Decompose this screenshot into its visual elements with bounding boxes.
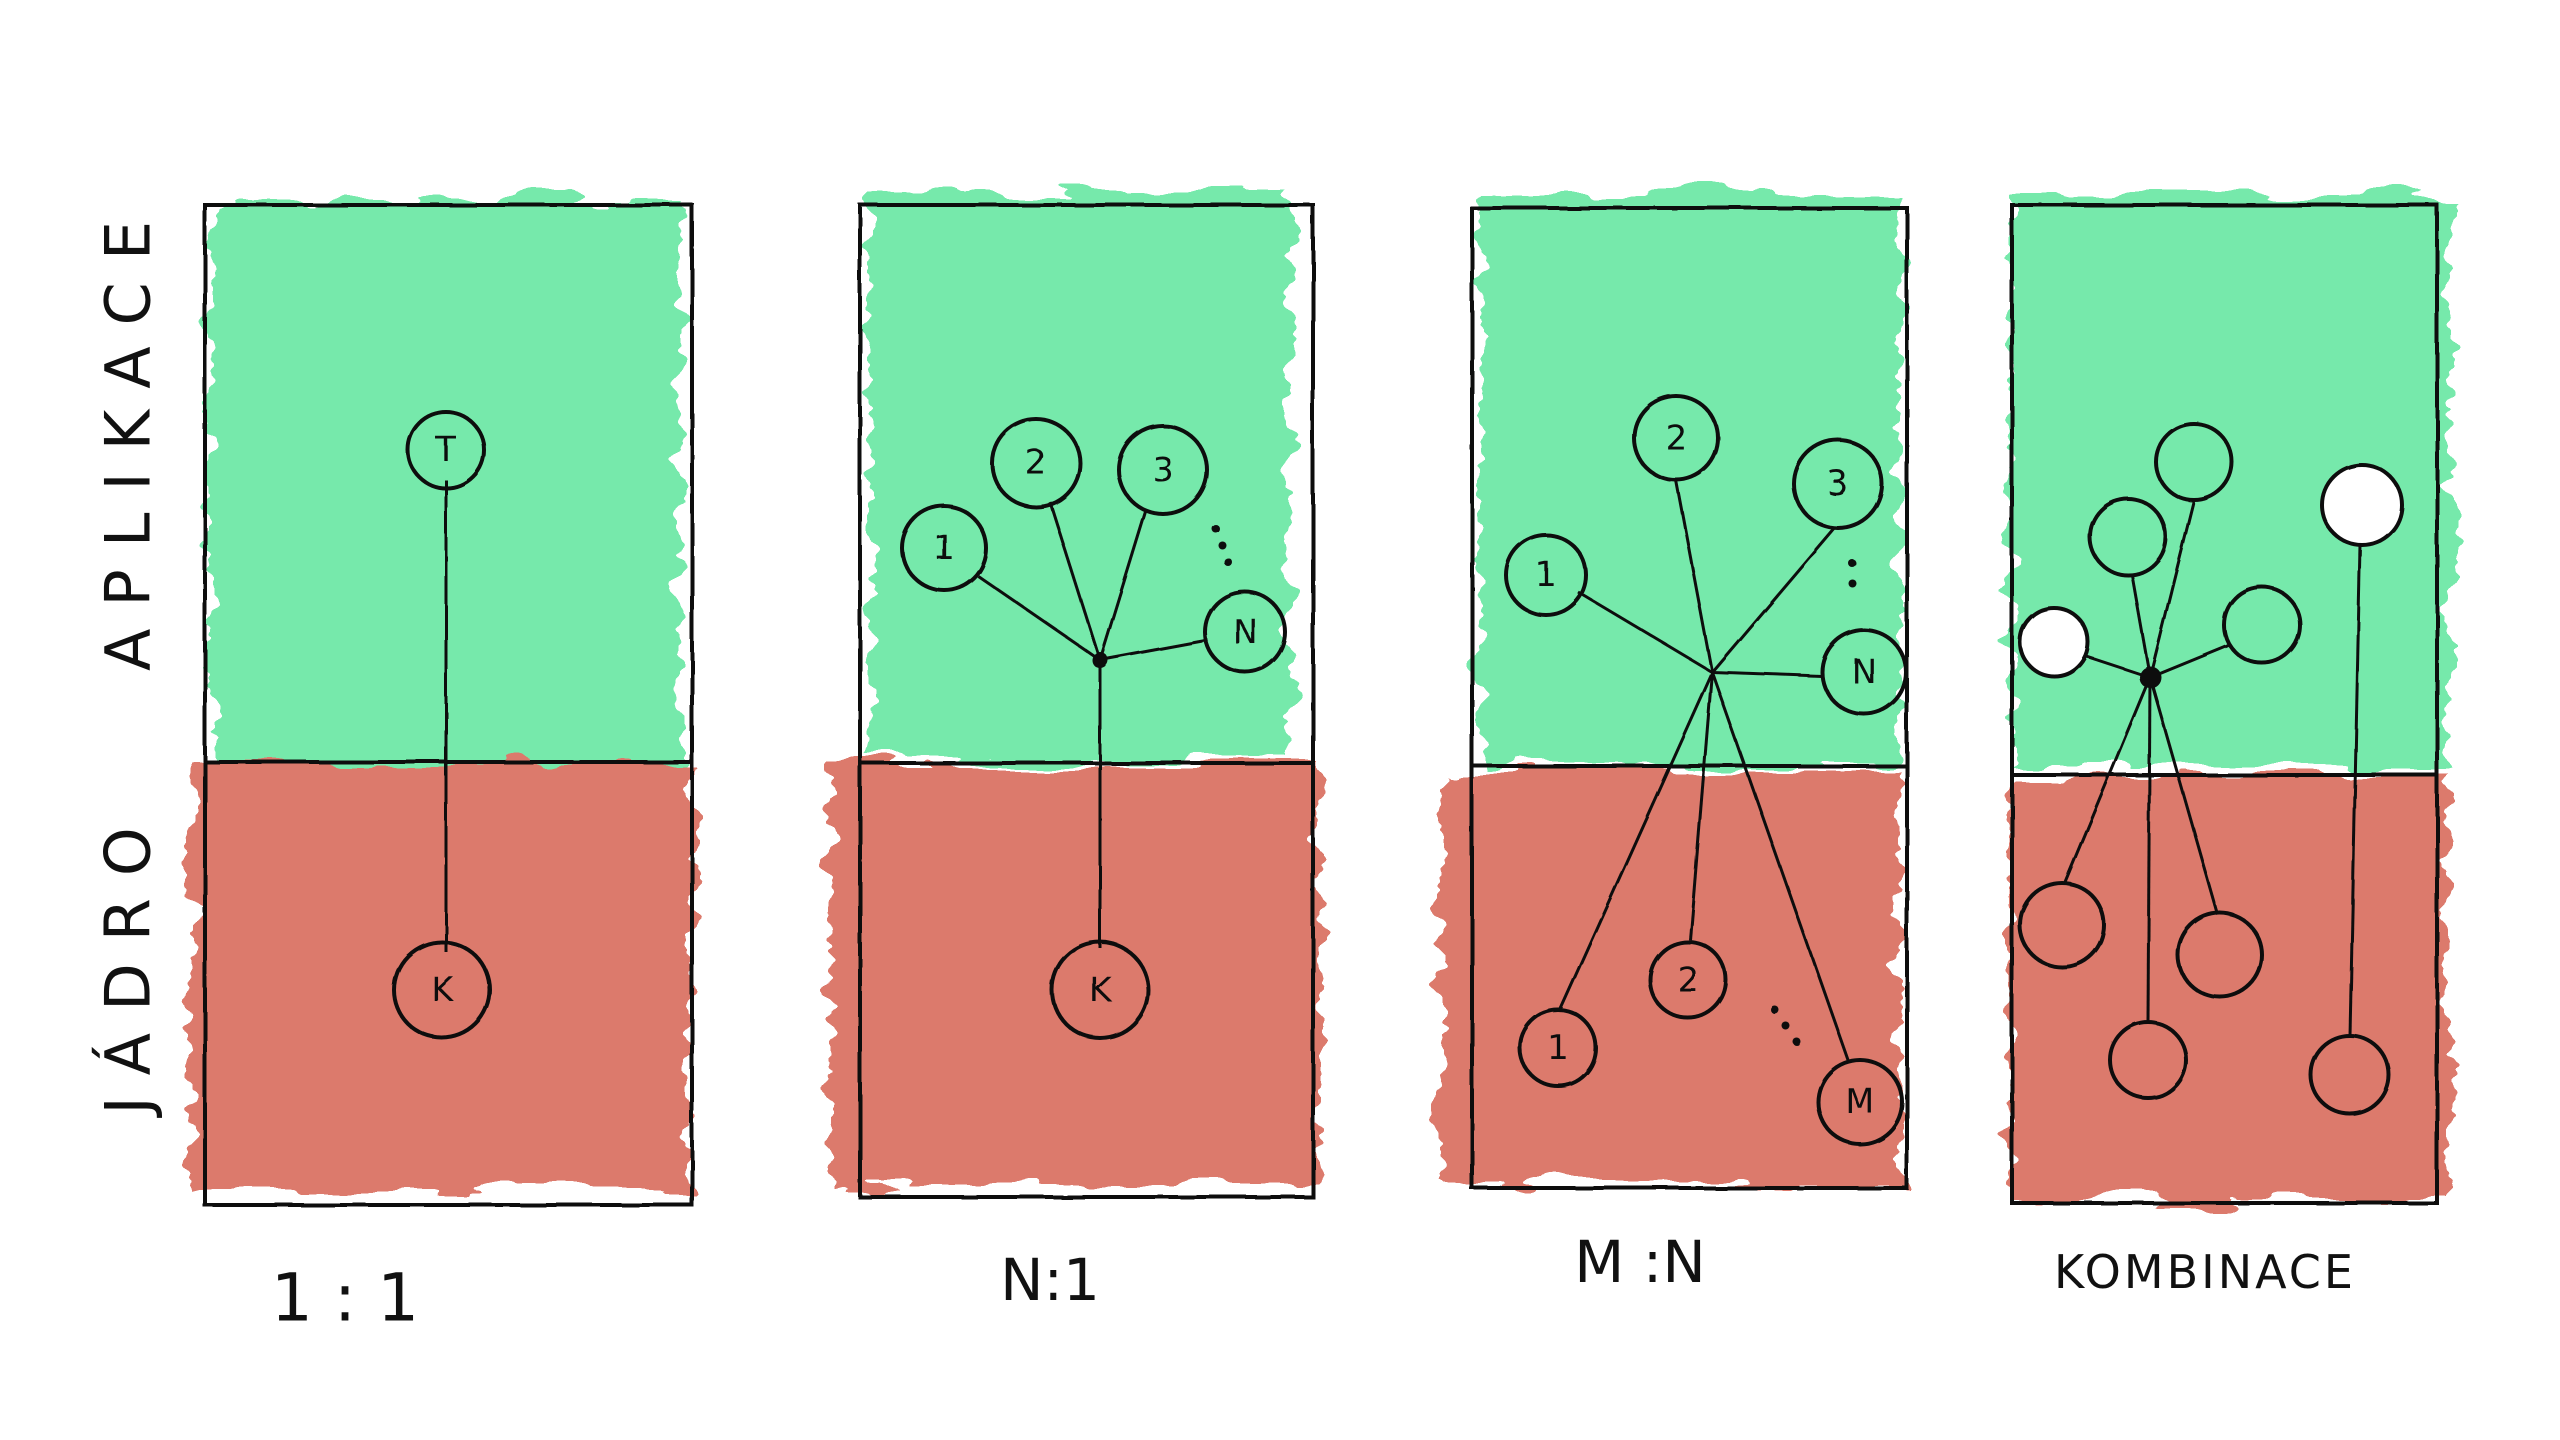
panel-combination: KOMBINACE [2010,195,2450,1299]
app-thread-node: N [1203,590,1287,674]
caption-combination: KOMBINACE [2054,1245,2356,1299]
panel-frame [203,203,694,1207]
app-thread-node: 3 [1117,424,1209,516]
panel-one-to-one: T K 1 : 1 [190,200,694,1337]
panel-many-to-many-fill [1440,195,1900,1180]
link [1098,509,1148,661]
panel-frame [2010,203,2439,1205]
caption-many-to-many: M :N [1574,1228,1705,1296]
app-thread-node [2222,585,2302,665]
kernel-thread-node [2018,881,2106,969]
kernel-region [1440,770,1900,1180]
app-thread-node: T [406,410,486,490]
kernel-thread-label: 2 [1677,960,1699,1000]
link [2149,643,2229,679]
link [2130,574,2152,678]
app-thread-node [2320,463,2404,547]
kernel-thread-node [2176,911,2264,999]
link [1688,671,1714,941]
kernel-thread-node: K [392,940,492,1040]
app-thread-label: 3 [1827,464,1849,504]
app-thread-label: 3 [1152,450,1174,490]
panel-many-to-one-fill [830,195,1320,1185]
app-thread-node: 2 [990,417,1082,509]
caption-one-to-one: 1 : 1 [271,1260,419,1337]
panel-many-to-many-frame: 1 2 3 N 1 2 [1470,206,1909,1190]
panel-combination-fill [2010,195,2450,1200]
app-thread-label: T [435,430,457,470]
kernel-region [190,760,690,1190]
link [1099,638,1209,662]
link [2348,544,2362,1037]
panel-one-to-one-fill [190,200,690,1190]
kernel-thread-label: 1 [1547,1028,1569,1068]
app-thread-node: 2 [1632,394,1720,482]
ellipsis-dots [1848,559,1856,587]
ellipsis-dots [1771,1006,1801,1046]
panel-many-to-one-frame: 1 2 3 N K [858,203,1315,1199]
ellipsis-dots [1211,524,1232,566]
panel-frame [1470,206,1909,1190]
kernel-thread-node: 1 [1518,1008,1598,1088]
panel-combination-frame [2010,203,2439,1205]
link [2146,676,2152,1021]
kernel-side-label: JÁDRO [91,805,165,1118]
app-thread-node: 1 [900,504,988,592]
app-side-label: APLIKACE [92,199,165,671]
panel-one-to-one-frame: T K [203,203,694,1207]
app-thread-label: N [1851,652,1876,692]
app-thread-label: N [1232,612,1257,652]
app-thread-node [2154,422,2234,502]
app-region [1480,195,1900,765]
kernel-thread-node: K [1050,940,1150,1040]
kernel-thread-label: K [1089,970,1113,1010]
panel-many-to-one: 1 2 3 N K N:1 [830,195,1320,1314]
app-thread-node: 1 [1504,533,1588,617]
link [1710,526,1837,673]
panel-frame [858,203,1315,1199]
kernel-thread-label: K [431,970,455,1010]
link [2148,676,2220,916]
kernel-thread-node: 2 [1648,940,1728,1020]
link [1048,501,1102,661]
kernel-thread-label: M [1845,1082,1874,1122]
kernel-thread-node: M [1816,1058,1904,1146]
app-region [870,195,1290,760]
panel-many-to-many: 1 2 3 N 1 2 [1440,195,1909,1296]
link [2148,499,2196,678]
link [977,574,1101,662]
app-thread-label: 1 [933,528,955,568]
kernel-thread-node [2108,1020,2188,1100]
app-thread-label: 2 [1025,443,1047,483]
link [1710,671,1850,1061]
link [1711,670,1823,678]
side-labels: APLIKACE JÁDRO [91,199,165,1119]
kernel-region [830,765,1320,1185]
app-thread-node: 3 [1792,438,1884,530]
app-thread-label: 1 [1535,555,1557,595]
kernel-region [2010,775,2450,1200]
link [1558,671,1714,1011]
link [2063,676,2152,883]
link [1577,590,1713,674]
app-thread-node [2018,606,2090,678]
caption-many-to-one: N:1 [1000,1246,1100,1314]
app-thread-node: N [1820,628,1908,716]
kernel-thread-node [2309,1034,2391,1116]
app-thread-label: 2 [1665,418,1687,458]
app-thread-node [2088,497,2168,577]
link [1674,479,1714,673]
